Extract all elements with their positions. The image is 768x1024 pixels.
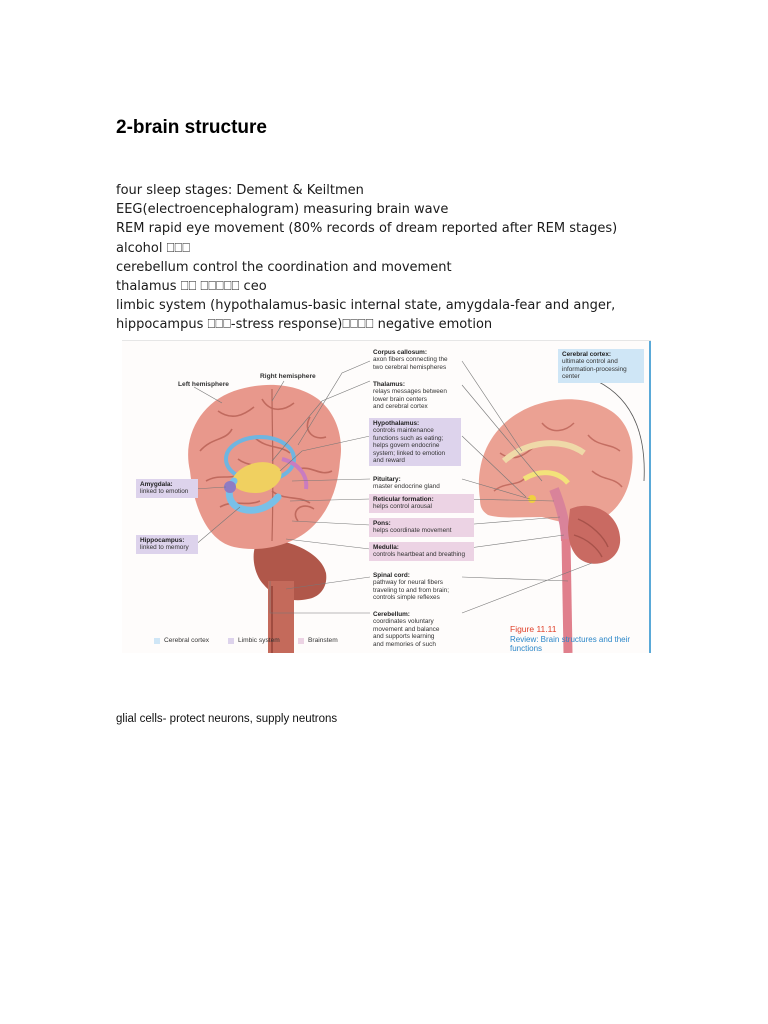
pons-label: Pons: helps coordinate movement [369,518,474,537]
note-line: cerebellum control the coordination and … [116,259,452,275]
leader-lines [193,360,593,614]
left-brain [188,384,342,653]
legend-brainstem: Brainstem [298,637,338,644]
pituitary-label: Pituitary: master endocrine gland [373,476,440,491]
figure-caption: Review: Brain structures and their funct… [510,635,631,653]
note-line: four sleep stages: Dement & Keiltmen [116,183,364,198]
note-line: hippocampus ⎕⎕⎕-stress response)⎕⎕⎕⎕ neg… [116,317,493,333]
thalamus-label: Thalamus: relays messages between lower … [373,381,447,411]
note-line: REM rapid eye movement (80% records of d… [116,221,618,237]
right-brain [478,380,645,653]
notes-block: four sleep stages: Dement & Keiltmen EEG… [116,181,676,335]
legend-swatch [298,637,304,644]
reticular-formation-label: Reticular formation: helps control arous… [369,494,474,513]
right-hemisphere-label: Right hemisphere [260,373,316,380]
legend-swatch [154,637,160,644]
brain-illustration [188,360,645,653]
note-line: EEG(electroencephalogram) measuring brai… [116,202,449,218]
note-line: limbic system (hypothalamus-basic intern… [116,298,616,314]
amygdala-label: Amygdala: linked to emotion [136,479,198,498]
legend-swatch [228,637,234,644]
hippocampus-label: Hippocampus: linked to memory [136,535,198,554]
note-line: alcohol ⎕⎕⎕ [116,240,191,256]
legend-limbic-system: Limbic system [228,637,280,644]
medulla-label: Medulla: controls heartbeat and breathin… [369,542,474,561]
cerebellum-label: Cerebellum: coordinates voluntary moveme… [373,611,440,648]
left-hemisphere-label: Left hemisphere [178,381,229,388]
glial-cells-note: glial cells- protect neurons, supply neu… [116,713,338,725]
page-title: 2-brain structure [116,117,267,138]
brain-figure: Left hemisphere Right hemisphere Amygdal… [122,340,651,653]
note-line: thalamus ⎕⎕ ⎕⎕⎕⎕⎕ ceo [116,279,267,295]
figure-number: Figure 11.11 [510,624,557,634]
corpus-callosum-label: Corpus callosum: axon fibers connecting … [373,349,448,371]
spinal-cord-label: Spinal cord: pathway for neural fibers t… [373,572,450,602]
figure-edge [649,341,651,653]
cerebral-cortex-label: Cerebral cortex: ultimate control and in… [558,349,644,383]
legend-cerebral-cortex: Cerebral cortex [154,637,209,644]
hypothalamus-label: Hypothalamus: controls maintenance funct… [369,418,461,467]
